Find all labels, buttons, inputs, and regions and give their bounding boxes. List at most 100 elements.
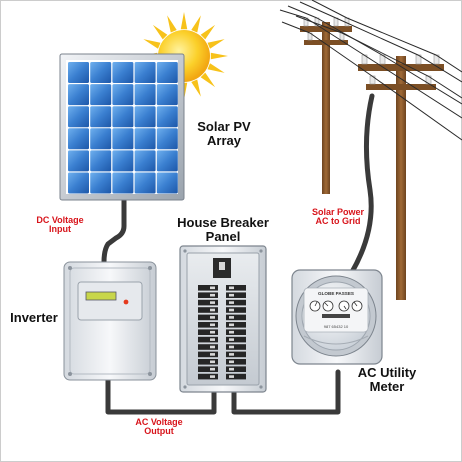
house-breaker-panel-label: House Breaker Panel	[168, 216, 278, 243]
sun-ray	[207, 63, 225, 73]
solar-cell	[68, 128, 89, 150]
inverter-label: Inverter	[6, 311, 62, 325]
solar-cell	[90, 106, 112, 128]
solar-power-ac-to-grid-label: Solar Power AC to Grid	[300, 207, 376, 227]
ac-voltage-output-label: AC Voltage Output	[124, 417, 194, 437]
breaker-switch	[198, 336, 218, 343]
solar-cell	[112, 128, 134, 150]
solar-cell	[156, 128, 178, 150]
solar-cell	[112, 84, 134, 106]
solar-pv-array-label-line-1: Solar PV	[197, 119, 251, 134]
solar-cell	[90, 62, 112, 83]
solar-cell	[90, 84, 112, 106]
inverter-lcd	[85, 291, 117, 301]
solar-cell	[156, 106, 178, 128]
ac-utility-meter-label: AC Utility Meter	[348, 366, 426, 393]
ac-cable-inverter-to-panel	[105, 377, 217, 415]
ac-voltage-output-label-line-2: Output	[144, 426, 174, 437]
sun-ray	[180, 12, 188, 30]
breaker-switch	[198, 366, 218, 372]
breaker-switch	[198, 314, 218, 321]
ac-voltage-output-label-line-1: AC Voltage	[135, 417, 183, 427]
breaker-toggle	[229, 293, 234, 297]
breaker-toggle	[210, 353, 215, 356]
sun-ray	[210, 52, 228, 60]
solar-cell	[112, 172, 134, 194]
solar-cell	[156, 172, 178, 194]
sun-ray	[167, 15, 177, 33]
sun-ray	[191, 15, 201, 33]
dc-voltage-input-label-line-1: DC Voltage	[36, 215, 84, 225]
solar-cell	[112, 62, 134, 83]
breaker-switch	[226, 351, 246, 358]
breaker-toggle	[210, 286, 215, 290]
front-pole	[396, 56, 406, 300]
dc-voltage-input-label-line-2: Input	[49, 224, 71, 235]
breaker-switch	[198, 292, 218, 298]
solar-power-ac-to-grid-label-line-1: Solar Power	[311, 207, 365, 217]
solar-cell	[134, 128, 156, 150]
breaker-toggle	[210, 367, 215, 371]
house-breaker-panel-label-line-1: House Breaker	[177, 215, 269, 230]
breaker-switch	[226, 359, 246, 365]
sun-ray	[200, 24, 216, 40]
breaker-toggle	[229, 286, 234, 290]
grid-cable	[349, 93, 375, 275]
solar-cell	[156, 150, 178, 172]
house-breaker-panel-label-line-2: Panel	[205, 228, 241, 244]
solar-cell	[90, 172, 112, 194]
solar-cell	[156, 84, 178, 106]
breaker-toggle	[210, 345, 215, 349]
breaker-switch	[226, 329, 246, 335]
sun-ray	[152, 24, 168, 40]
breaker-switch	[198, 285, 218, 291]
breaker-switch	[226, 285, 246, 291]
breaker-switch	[226, 307, 246, 313]
inverter-graphic	[63, 261, 157, 381]
breaker-switch	[226, 336, 246, 343]
breaker-switch	[226, 292, 246, 298]
breaker-toggle	[229, 323, 234, 327]
breaker-toggle	[210, 330, 215, 334]
breaker-switch	[226, 314, 246, 321]
breaker-toggle	[229, 316, 234, 319]
solar-cell	[134, 150, 156, 172]
cables	[101, 93, 375, 415]
breaker-switch	[226, 344, 246, 350]
breaker-toggle	[210, 338, 215, 341]
solar-cell	[134, 106, 156, 128]
breaker-toggle	[229, 308, 234, 312]
breaker-switch	[226, 373, 246, 380]
breaker-switch	[198, 373, 218, 380]
solar-cell	[90, 128, 112, 150]
breaker-toggle	[229, 301, 234, 304]
breaker-toggle	[229, 375, 234, 378]
breaker-switch	[198, 322, 218, 328]
meter-serial-text: 987 65432 10	[324, 324, 349, 329]
inverter-led	[123, 299, 129, 305]
breaker-panel-graphic	[179, 245, 267, 393]
sun-ray	[143, 39, 161, 49]
breaker-toggle	[229, 345, 234, 349]
solar-cell	[68, 150, 89, 172]
utility-poles-graphic	[279, 0, 462, 300]
solar-cell	[68, 62, 89, 83]
breaker-switch	[198, 307, 218, 313]
sun-ray	[200, 72, 216, 88]
breaker-toggle	[229, 338, 234, 341]
dc-voltage-input-label: DC Voltage Input	[24, 215, 96, 235]
solar-cell	[68, 106, 89, 128]
breaker-switch	[198, 359, 218, 365]
breaker-toggle	[210, 323, 215, 327]
breaker-toggle	[210, 301, 215, 304]
breaker-switch	[198, 344, 218, 350]
utility-meter-graphic: GLOBE PASSES 987 65432 10	[291, 269, 383, 365]
solar-cell	[112, 150, 134, 172]
dc-cable	[101, 193, 127, 265]
solar-cell	[68, 172, 89, 194]
meter-brand-text: GLOBE PASSES	[318, 291, 354, 296]
breaker-switch	[198, 299, 218, 306]
solar-cell	[134, 62, 156, 83]
